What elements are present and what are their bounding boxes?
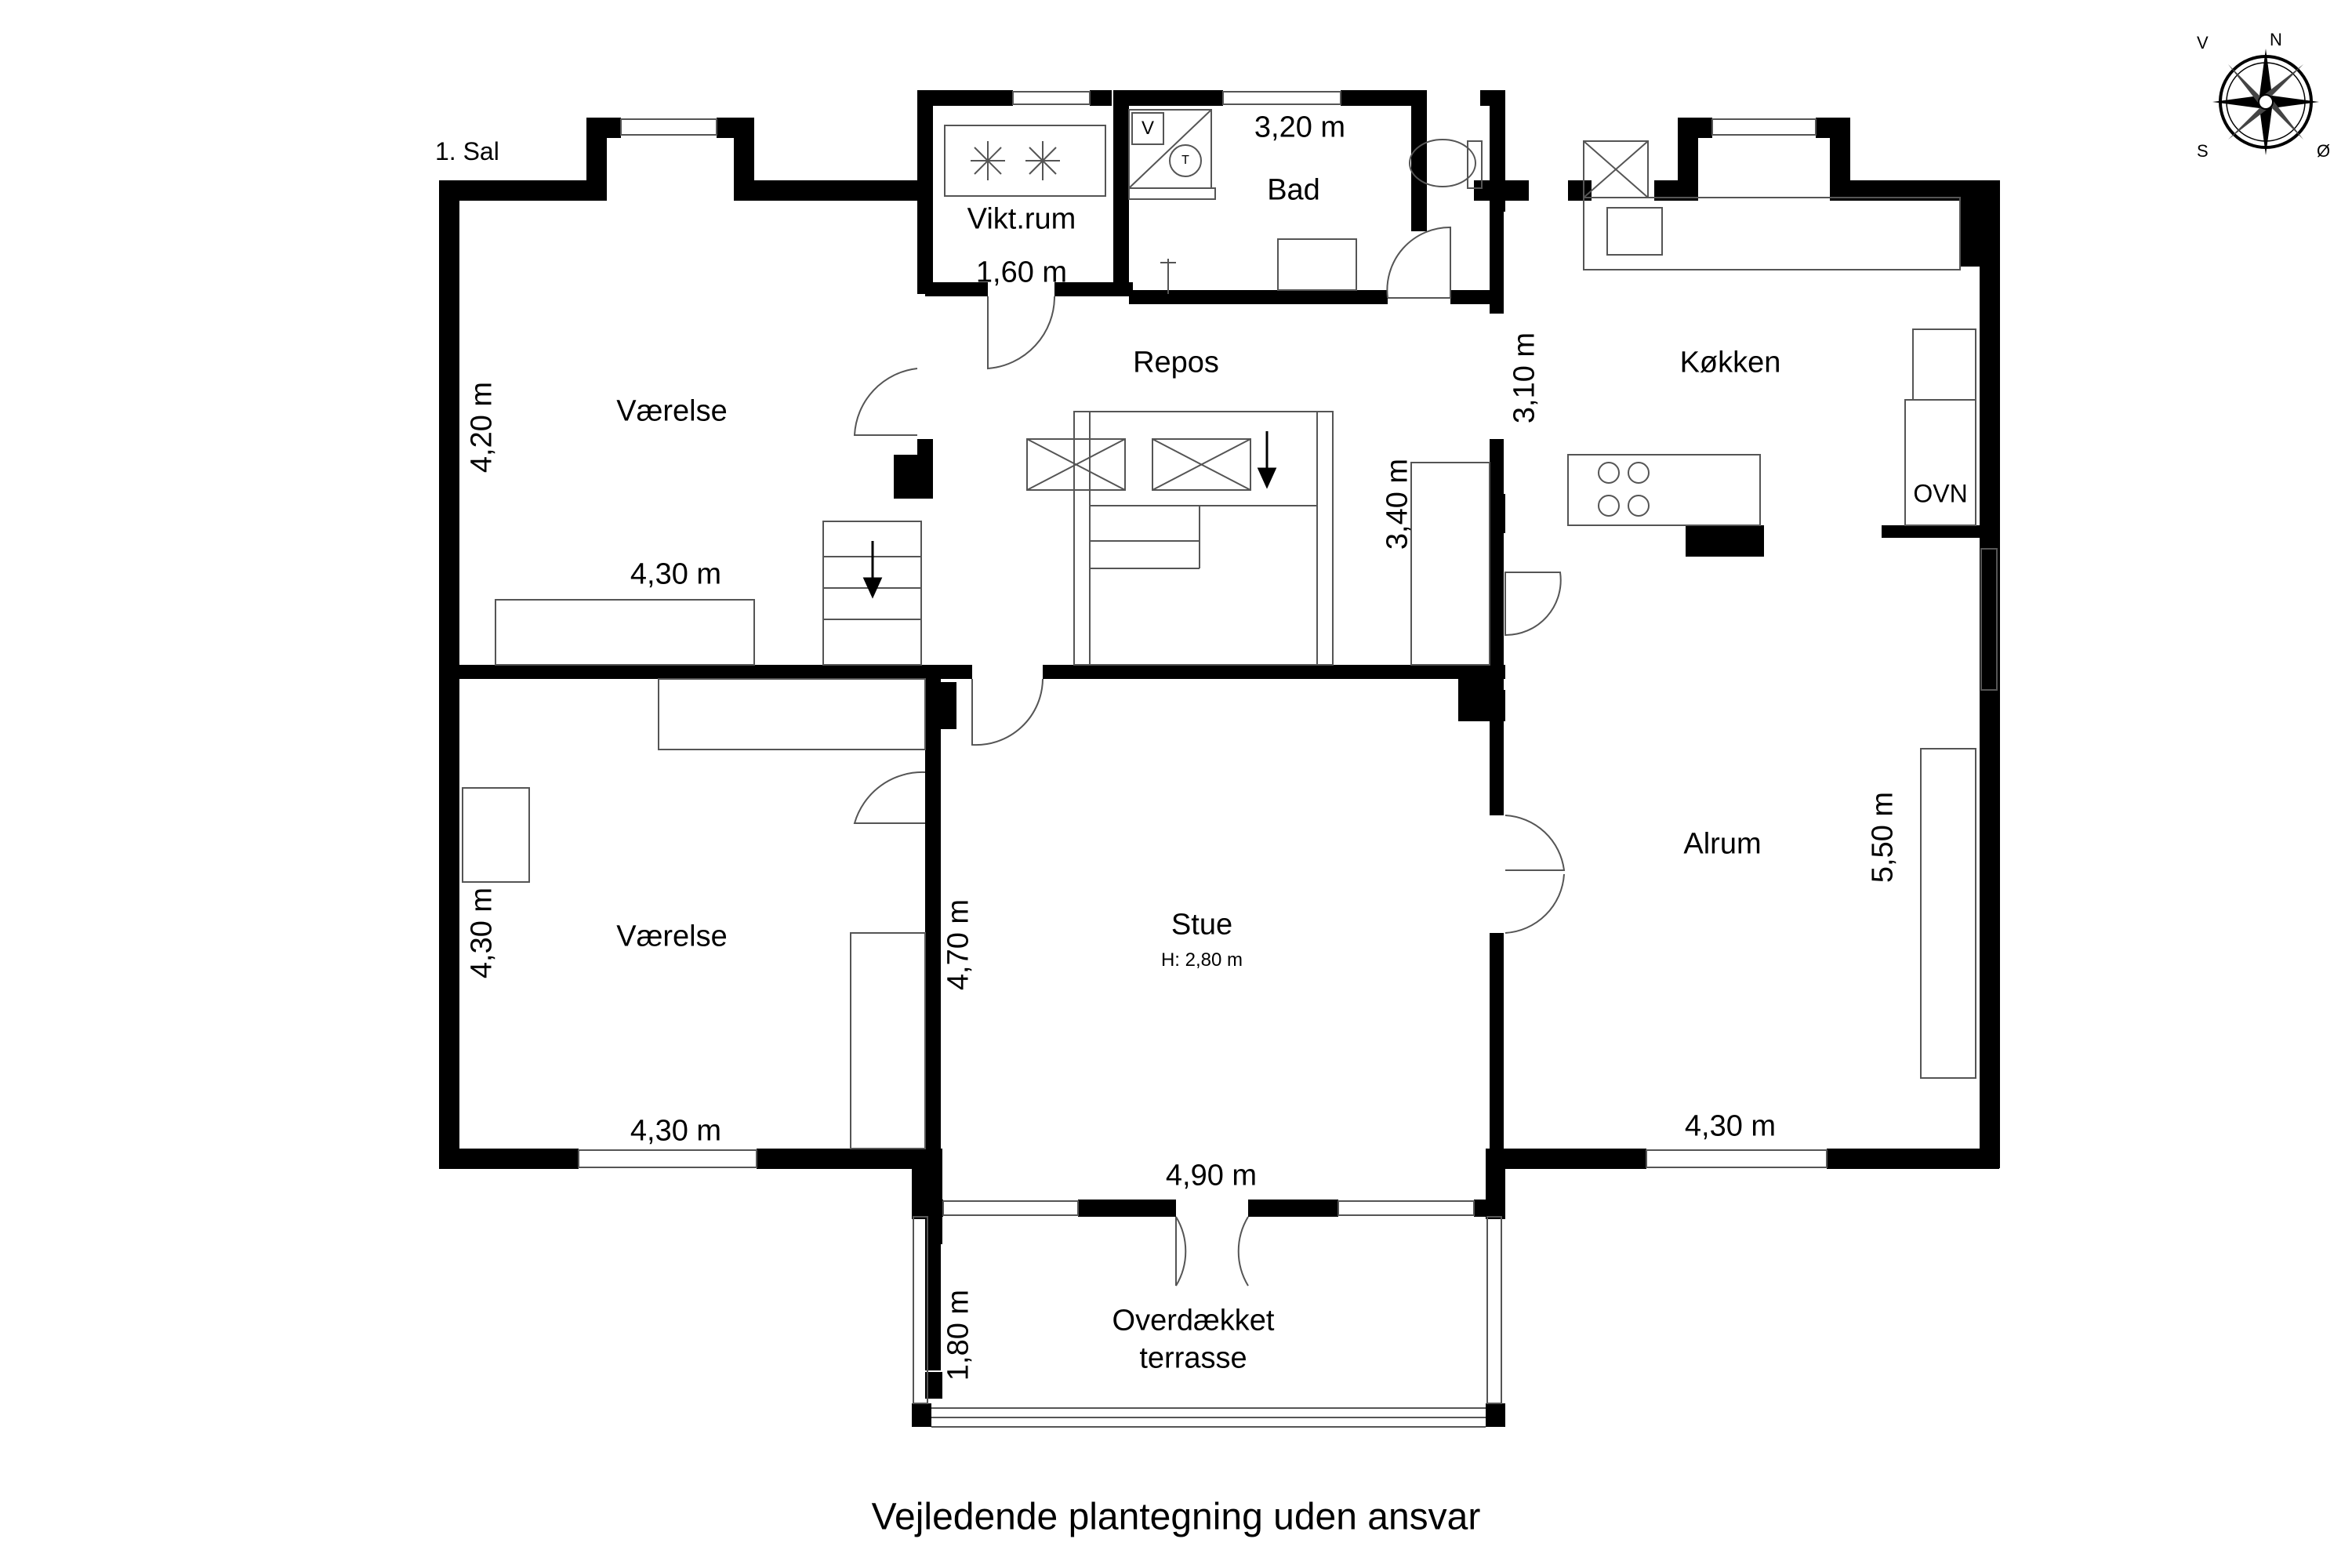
washer-label: V bbox=[1141, 118, 1155, 139]
dim-vaerelse-top-height: 4,20 m bbox=[465, 381, 499, 474]
oven-label: OVN bbox=[1913, 479, 1968, 508]
dim-kokken-height: 3,10 m bbox=[1508, 332, 1541, 424]
stair-arrows bbox=[862, 431, 1277, 599]
dim-vaerelse-bottom-width: 4,30 m bbox=[630, 1114, 722, 1148]
dim-bad-width: 3,20 m bbox=[1254, 111, 1346, 144]
compass-e: Ø bbox=[2317, 141, 2331, 161]
room-label-kokken: Køkken bbox=[1679, 346, 1781, 379]
room-label-stue: Stue bbox=[1171, 908, 1233, 942]
floor-label: 1. Sal bbox=[435, 137, 499, 165]
dim-repos-height: 3,40 m bbox=[1381, 458, 1414, 550]
compass-w: V bbox=[2197, 33, 2209, 53]
room-label-vikt-rum: Vikt.rum bbox=[967, 202, 1076, 236]
room-label-repos: Repos bbox=[1133, 346, 1219, 379]
walls bbox=[439, 90, 2000, 1427]
compass-s: S bbox=[2197, 141, 2209, 161]
dim-stue-width: 4,90 m bbox=[1165, 1159, 1258, 1192]
dim-terrasse-height: 1,80 m bbox=[942, 1289, 975, 1381]
room-label-bad: Bad bbox=[1267, 173, 1320, 207]
dim-stue-height: 4,70 m bbox=[942, 898, 975, 991]
openings bbox=[462, 91, 1998, 1428]
dim-alrum-width: 4,30 m bbox=[1684, 1109, 1777, 1143]
footer-disclaimer: Vejledende plantegning uden ansvar bbox=[871, 1496, 1481, 1538]
dim-vaerelse-top-width: 4,30 m bbox=[630, 557, 722, 591]
compass-icon: N V S Ø bbox=[2195, 30, 2336, 172]
room-label-terrasse-line2: terrasse bbox=[1139, 1341, 1247, 1375]
room-label-alrum: Alrum bbox=[1683, 827, 1762, 861]
dim-alrum-height: 5,50 m bbox=[1866, 791, 1900, 884]
dim-vaerelse-bottom-height: 4,30 m bbox=[465, 887, 499, 979]
room-label-vaerelse-top: Værelse bbox=[616, 394, 728, 428]
dryer-label: T bbox=[1181, 154, 1189, 167]
stue-height: H: 2,80 m bbox=[1160, 949, 1243, 971]
room-label-terrasse-line1: Overdækket bbox=[1112, 1304, 1275, 1338]
room-label-vaerelse-bottom: Værelse bbox=[616, 920, 728, 953]
compass-n: N bbox=[2270, 30, 2282, 49]
dim-vikt-rum-width: 1,60 m bbox=[975, 256, 1068, 289]
